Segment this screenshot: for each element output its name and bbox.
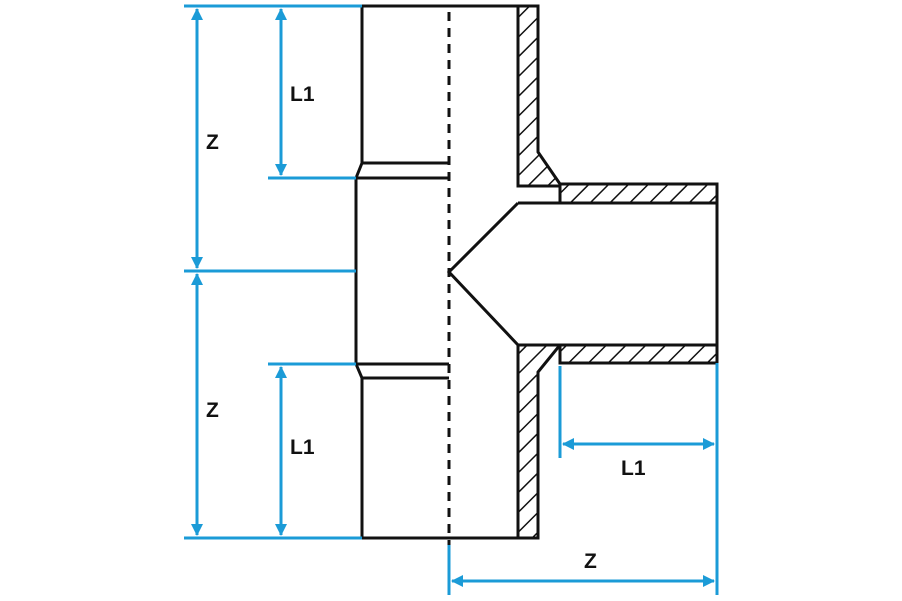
socket-ledge-upper <box>356 161 449 180</box>
fitting-body <box>354 4 719 540</box>
label-l1-lower: L1 <box>290 436 315 459</box>
branch-wall-top <box>558 182 719 205</box>
label-z-branch: Z <box>584 550 597 573</box>
label-z-lower: Z <box>206 399 219 422</box>
wall-section-upper <box>516 4 562 188</box>
dimension-lines <box>184 4 719 595</box>
socket-ledge-lower <box>356 362 449 380</box>
branch-bore-cone <box>446 201 717 347</box>
branch-wall-bottom <box>558 343 719 365</box>
label-l1-branch: L1 <box>621 457 646 480</box>
label-l1-upper: L1 <box>290 83 315 106</box>
wall-section-lower <box>516 343 564 540</box>
label-z-upper: Z <box>206 131 219 154</box>
